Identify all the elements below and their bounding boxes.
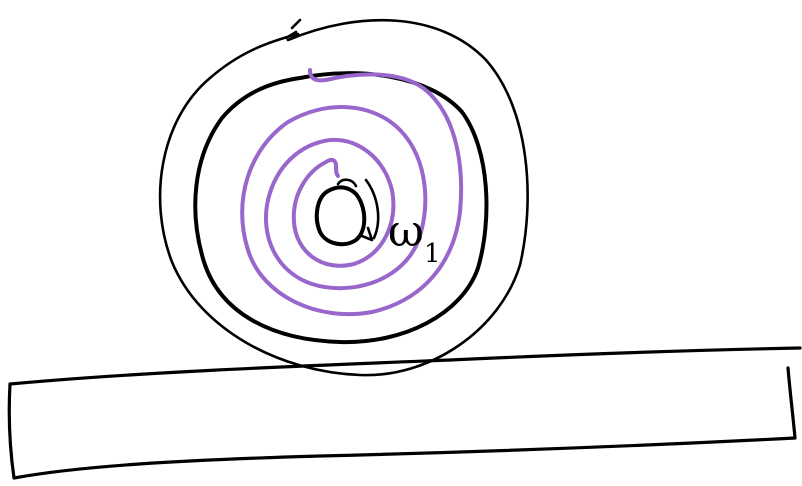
- ground-surface: [9, 348, 800, 478]
- center-axle: [317, 187, 364, 244]
- omega-subscript: 1: [424, 239, 441, 269]
- omega-symbol: ω: [388, 206, 424, 257]
